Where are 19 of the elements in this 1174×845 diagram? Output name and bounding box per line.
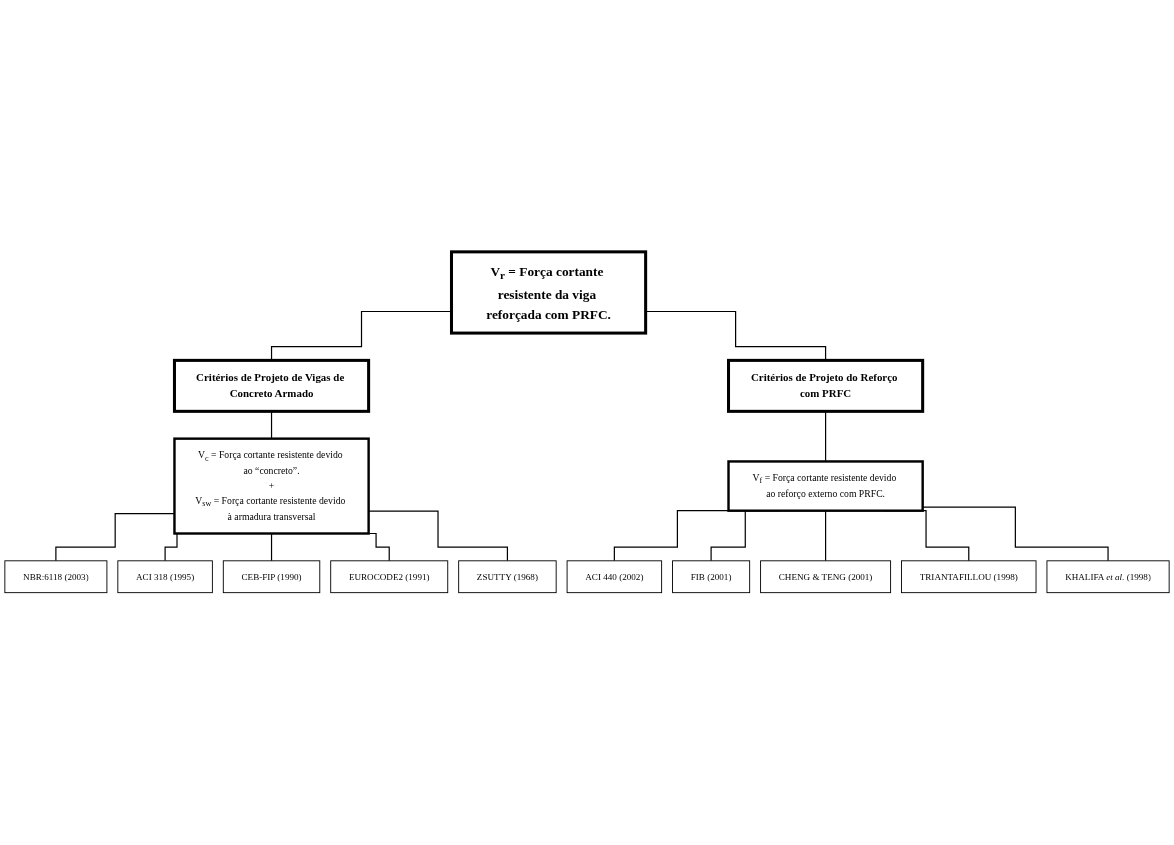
node-box: V$_{c}$ = Força cortante resistente devido ao “concreto”. + V$_{sw}$ = Força cortante resistente devido à armadura transversal (173, 437, 370, 535)
node-box: NBR:6118 (2003) (4, 560, 108, 594)
node-box: Critérios de Projeto do Reforço com PRFC (727, 359, 925, 414)
node-box: TRIANTAFILLOU (1998) (901, 560, 1037, 594)
node-box: CEB-FIP (1990) (222, 560, 321, 594)
node-box: KHALIFA et al. (1998) (1046, 560, 1170, 594)
connector (368, 510, 509, 562)
connector (922, 506, 1109, 562)
node-box: ACI 318 (1995) (117, 560, 213, 594)
node-box: EUROCODE2 (1991) (330, 560, 449, 594)
connector (270, 533, 273, 562)
node-box: V$_{r}$ = Força cortante resistente da viga reforçada com PRFC. (449, 250, 648, 335)
node-box: V$_{f}$ = Força cortante resistente devido ao reforço externo com PRFC. (727, 460, 924, 513)
node-box: Critérios de Projeto de Vigas de Concreto Armado (172, 359, 371, 414)
node-box: CHENG & TENG (2001) (760, 560, 892, 594)
node-box: ZSUTTY (1968) (458, 560, 557, 594)
node-box: FIB (2001) (672, 560, 751, 594)
node-box: ACI 440 (2002) (566, 560, 663, 594)
connector (825, 510, 827, 562)
